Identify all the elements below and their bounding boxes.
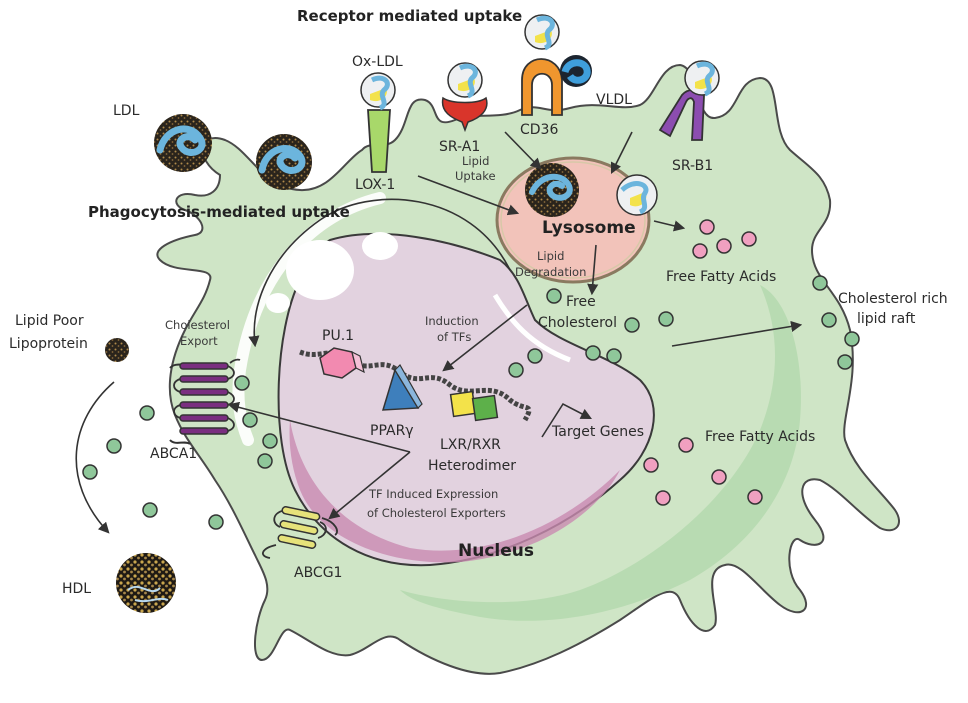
tf-to-abcg1-arrow <box>328 451 411 520</box>
vesicle <box>266 293 290 313</box>
sra1-label: SR-A1 <box>439 139 480 155</box>
raft-label-1: Cholesterol rich <box>838 291 948 307</box>
lxr-rxr-label-1: LXR/RXR <box>440 437 501 453</box>
lox1-label: LOX-1 <box>355 177 395 193</box>
abca1-transporter <box>169 358 241 445</box>
target-genes-arrow <box>541 402 592 438</box>
ldl-particle <box>256 134 312 190</box>
free-cholesterol-label-1: Free <box>566 294 596 310</box>
fatty-acid-dots-top <box>692 219 757 259</box>
lipid-uptake-label-2: Uptake <box>455 169 496 183</box>
cholesterol-dots <box>508 275 860 378</box>
abca1-label: ABCA1 <box>150 446 197 462</box>
free-fatty-acids-top-label: Free Fatty Acids <box>666 269 776 285</box>
membrane-highlight <box>232 192 386 446</box>
lxr-rxr-heterodimer <box>449 390 499 422</box>
cholesterol-efflux-dots <box>82 375 278 530</box>
vldl-particle <box>560 55 592 87</box>
induction-label-1: Induction <box>425 314 479 328</box>
lysosome-label: Lysosome <box>542 218 636 238</box>
vldl-label: VLDL <box>596 92 632 108</box>
abcg1-transporter <box>262 506 338 559</box>
srb1-receptor <box>658 60 720 141</box>
ppar-label: PPARγ <box>370 423 414 439</box>
nucleus-label: Nucleus <box>458 541 534 561</box>
tf-induced-label-1: TF Induced Expression <box>368 487 498 501</box>
free-cholesterol-label-2: Cholesterol <box>538 315 617 331</box>
vesicle <box>286 240 354 300</box>
lipid-poor-label-2: Lipoprotein <box>9 336 88 352</box>
induction-label-2: of TFs <box>437 330 471 344</box>
hdl-label: HDL <box>62 581 91 597</box>
lipid-degradation-label-1: Lipid <box>537 249 564 263</box>
cytoplasm-band <box>400 285 801 621</box>
tf-induced-label-2: of Cholesterol Exporters <box>367 506 506 520</box>
tf-to-abca1-arrow <box>227 401 411 453</box>
lox1-receptor <box>360 72 396 173</box>
lysosome: Lysosome Lipid Degradation <box>495 156 658 284</box>
ldl-label: LDL <box>113 103 140 119</box>
sra1-receptor <box>441 62 488 133</box>
target-genes-label: Target Genes <box>551 424 644 440</box>
induction-arrow <box>442 304 528 372</box>
pu1-hexagon <box>319 347 365 379</box>
raft-label-2: lipid raft <box>857 311 916 327</box>
hdl-particle <box>116 553 176 613</box>
fatty-acid-dots-bottom <box>643 437 763 506</box>
srb1-to-lysosome-arrow <box>610 131 633 175</box>
lysosome-to-cholesterol-arrow <box>587 244 599 296</box>
ldl-particle <box>154 114 212 172</box>
cholesterol-export-label-1: Cholesterol <box>165 318 230 332</box>
lysosome-to-ffa-arrow <box>653 220 686 232</box>
cd36-to-lysosome-arrow <box>504 131 542 170</box>
lipid-poor-lipoprotein-particle <box>105 338 129 362</box>
receptor-uptake-heading: Receptor mediated uptake <box>297 7 522 25</box>
free-fatty-acids-bottom-label: Free Fatty Acids <box>705 429 815 445</box>
nucleus-highlight <box>492 293 571 363</box>
cd36-receptor <box>521 14 563 116</box>
lox1-to-lysosome-arrow <box>417 175 520 216</box>
lxr-rxr-label-2: Heterodimer <box>428 458 516 474</box>
vesicle <box>362 232 398 260</box>
ox-ldl-particle-icon <box>616 174 658 216</box>
abcg1-label: ABCG1 <box>294 565 342 581</box>
lipoprotein-maturation-arrow <box>75 381 115 534</box>
cholesterol-to-raft-arrow <box>671 320 803 347</box>
cholesterol-export-label-2: Export <box>180 334 218 348</box>
ox-ldl-label: Ox-LDL <box>352 54 403 70</box>
phagocytosis-arrow <box>248 198 511 348</box>
lipid-poor-label-1: Lipid Poor <box>15 313 84 329</box>
lipid-degradation-label-2: Degradation <box>515 265 586 279</box>
cd36-label: CD36 <box>520 122 558 138</box>
phagocytosis-uptake-heading: Phagocytosis-mediated uptake <box>88 203 350 221</box>
lipid-uptake-label-1: Lipid <box>462 154 489 168</box>
pu1-label: PU.1 <box>322 328 354 344</box>
ppar-triangle <box>381 364 423 411</box>
srb1-label: SR-B1 <box>672 158 713 174</box>
